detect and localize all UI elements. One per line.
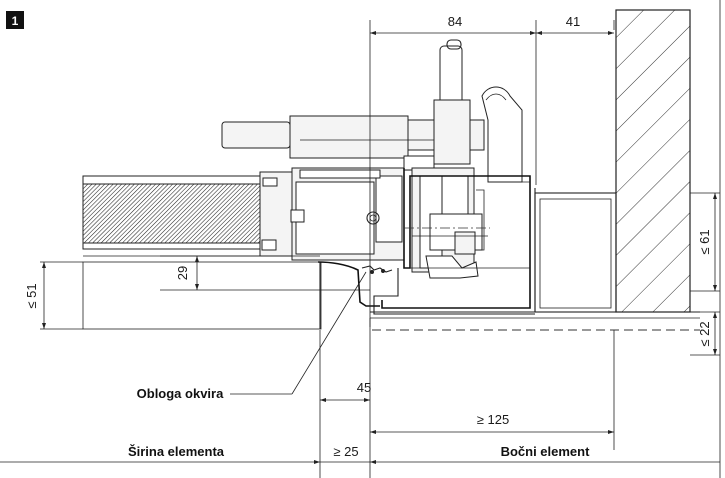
dim-41: 41 (566, 14, 580, 29)
figure-number-badge: 1 (6, 11, 24, 29)
figure-number: 1 (12, 14, 19, 28)
hinge-mechanism (411, 167, 488, 279)
dim-45: 45 (357, 380, 371, 395)
dim-125: ≥ 125 (477, 412, 509, 427)
stop-profile (373, 168, 535, 315)
floor-lines (369, 311, 700, 331)
side-element-profile (534, 188, 617, 313)
extension-lines (160, 0, 721, 478)
frame-cover-gasket (317, 261, 393, 307)
wall-section (615, 9, 691, 313)
door-leaf-panel (82, 175, 284, 250)
label-frame-cover: Obloga okvira (137, 386, 224, 401)
dim-61: ≤ 61 (697, 229, 712, 254)
label-element-width: Širina elementa (128, 444, 225, 459)
label-side-element: Bočni element (501, 444, 591, 459)
lock-bolt-assembly (221, 39, 523, 183)
frame-profile (259, 167, 420, 261)
dim-29: 29 (175, 266, 190, 280)
dim-51: ≤ 51 (24, 283, 39, 308)
dim-25: ≥ 25 (333, 444, 358, 459)
dim-22: ≤ 22 (697, 321, 712, 346)
frame-cover-leader (230, 271, 367, 395)
dimension-lines (0, 31, 720, 464)
dim-84: 84 (448, 14, 462, 29)
